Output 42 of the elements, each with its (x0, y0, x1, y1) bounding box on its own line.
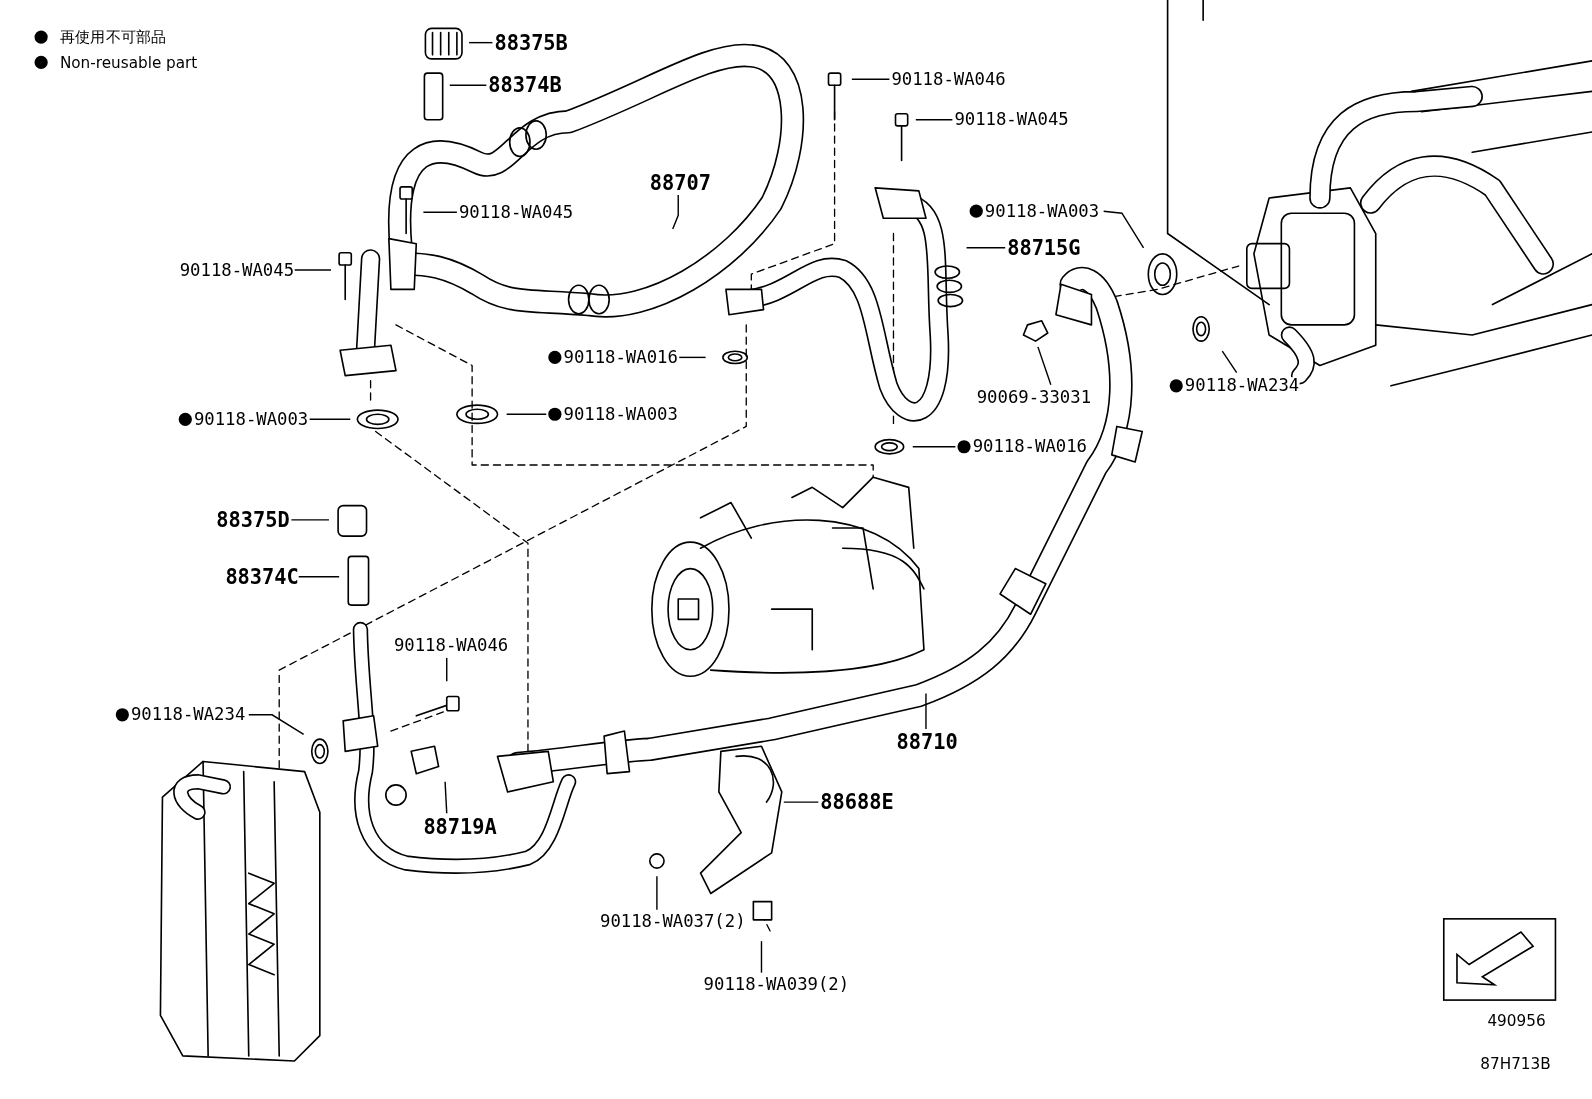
leader-line (1221, 350, 1238, 374)
part-number: 90118-WA003 (984, 202, 1100, 220)
leader-line (783, 801, 820, 803)
leader-line (505, 413, 547, 415)
drawing-code: 87H713B (1480, 1056, 1551, 1072)
part-number: 90118-WA003 (563, 405, 678, 423)
leader-line (672, 194, 679, 230)
legend-text: 再使用不可部品 (59, 29, 167, 46)
leader-line (248, 714, 305, 736)
drawing-code: 490956 (1487, 1013, 1546, 1029)
leader-line (851, 78, 891, 80)
leader-line (1102, 210, 1145, 249)
leader-line (422, 211, 458, 213)
part-number: 88375B (494, 32, 568, 53)
leader-line (446, 657, 448, 682)
part-number: 90118-WA003 (193, 410, 309, 428)
part-number: 90118-WA016 (563, 348, 678, 366)
leader-line (444, 781, 448, 814)
leader-line (468, 41, 494, 44)
leader-line (678, 356, 707, 359)
legend-text: Non-reusable part (59, 55, 198, 71)
part-number: 90069-33031 (976, 388, 1092, 406)
leader-line (293, 269, 332, 271)
part-number: 88707 (649, 172, 711, 193)
leader-line (449, 84, 488, 86)
leader-line (297, 576, 340, 578)
part-number: 90118-WA045 (179, 261, 295, 279)
part-number: 90118-WA046 (891, 70, 1006, 88)
leader-line (912, 446, 957, 448)
leader-line (290, 519, 330, 521)
leader-line (965, 247, 1006, 249)
leader-line (1037, 346, 1052, 386)
part-number: 88374C (225, 566, 299, 587)
leader-line (308, 418, 351, 421)
part-number: 88715G (1007, 237, 1081, 258)
leader-line (925, 692, 927, 730)
leader-line (760, 940, 763, 974)
part-number: 88375D (216, 509, 290, 530)
leader-line (915, 119, 954, 121)
part-number: 90118-WA045 (458, 203, 574, 221)
part-number: 88719A (423, 816, 497, 837)
leader-line (656, 875, 658, 911)
